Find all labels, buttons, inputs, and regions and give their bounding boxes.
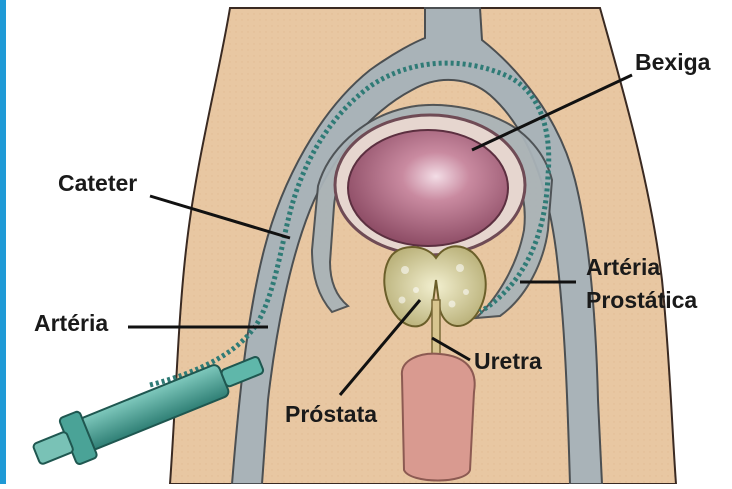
label-cateter: Cateter bbox=[58, 172, 137, 195]
label-arteria-prostatica-2: Prostática bbox=[586, 289, 697, 312]
label-bexiga: Bexiga bbox=[635, 51, 710, 74]
label-uretra: Uretra bbox=[474, 350, 542, 373]
urethra bbox=[432, 300, 440, 360]
left-frame-bar bbox=[0, 0, 6, 484]
penis bbox=[402, 354, 475, 481]
label-arteria-prostatica-1: Artéria bbox=[586, 256, 660, 279]
label-prostata: Próstata bbox=[285, 403, 377, 426]
bladder bbox=[348, 130, 508, 246]
label-arteria: Artéria bbox=[34, 312, 108, 335]
